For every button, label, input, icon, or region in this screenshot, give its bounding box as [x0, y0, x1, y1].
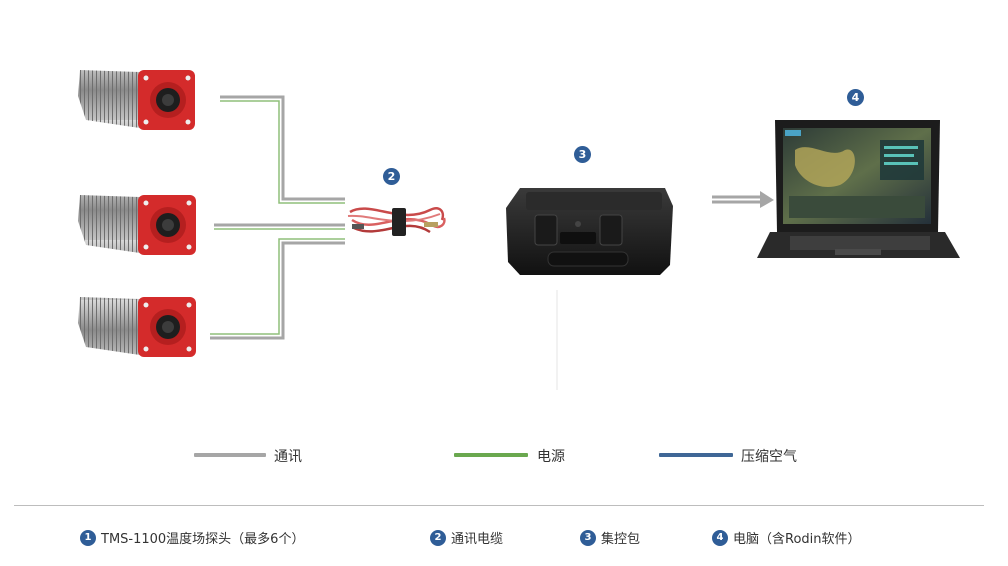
badge-control-box: 3 — [574, 146, 591, 163]
temperature-probe-1 — [78, 70, 195, 130]
footer-divider — [14, 505, 984, 506]
legend-communication-line — [194, 453, 266, 457]
caption-cable-text: 通讯电缆 — [451, 532, 504, 547]
badge-cable: 2 — [383, 168, 400, 185]
caption-probe: 1 TMS-1100温度场探头（最多6个） — [80, 528, 304, 547]
badge-laptop: 4 — [847, 89, 864, 106]
temperature-probe-3 — [78, 297, 196, 357]
laptop — [757, 120, 960, 258]
caption-cable: 2 通讯电缆 — [430, 528, 503, 547]
temperature-probe-2 — [78, 195, 196, 255]
caption-laptop-text: 电脑（含Rodin软件） — [733, 532, 861, 547]
caption-probe-number: 1 — [80, 529, 96, 546]
legend-communication-label: 通讯 — [274, 449, 302, 465]
legend-compressed-air-label: 压缩空气 — [741, 449, 797, 465]
caption-laptop: 4 电脑（含Rodin软件） — [712, 528, 861, 547]
caption-control-box-text: 集控包 — [601, 532, 641, 547]
communication-cable — [347, 207, 446, 236]
caption-probe-text: TMS-1100温度场探头（最多6个） — [101, 532, 305, 547]
caption-control-box-number: 3 — [580, 529, 596, 546]
caption-laptop-number: 4 — [712, 529, 728, 546]
legend-power-label: 电源 — [537, 449, 565, 465]
legend-compressed-air-line — [659, 453, 733, 457]
arrow-to-laptop — [712, 191, 774, 208]
probe-2-connection-line — [214, 223, 345, 230]
legend-power-line — [454, 453, 528, 457]
caption-control-box: 3 集控包 — [580, 528, 640, 547]
control-box-case — [506, 188, 673, 275]
caption-cable-number: 2 — [430, 529, 446, 546]
probe-3-connection-line — [210, 238, 345, 340]
probe-1-connection-line — [220, 95, 345, 204]
